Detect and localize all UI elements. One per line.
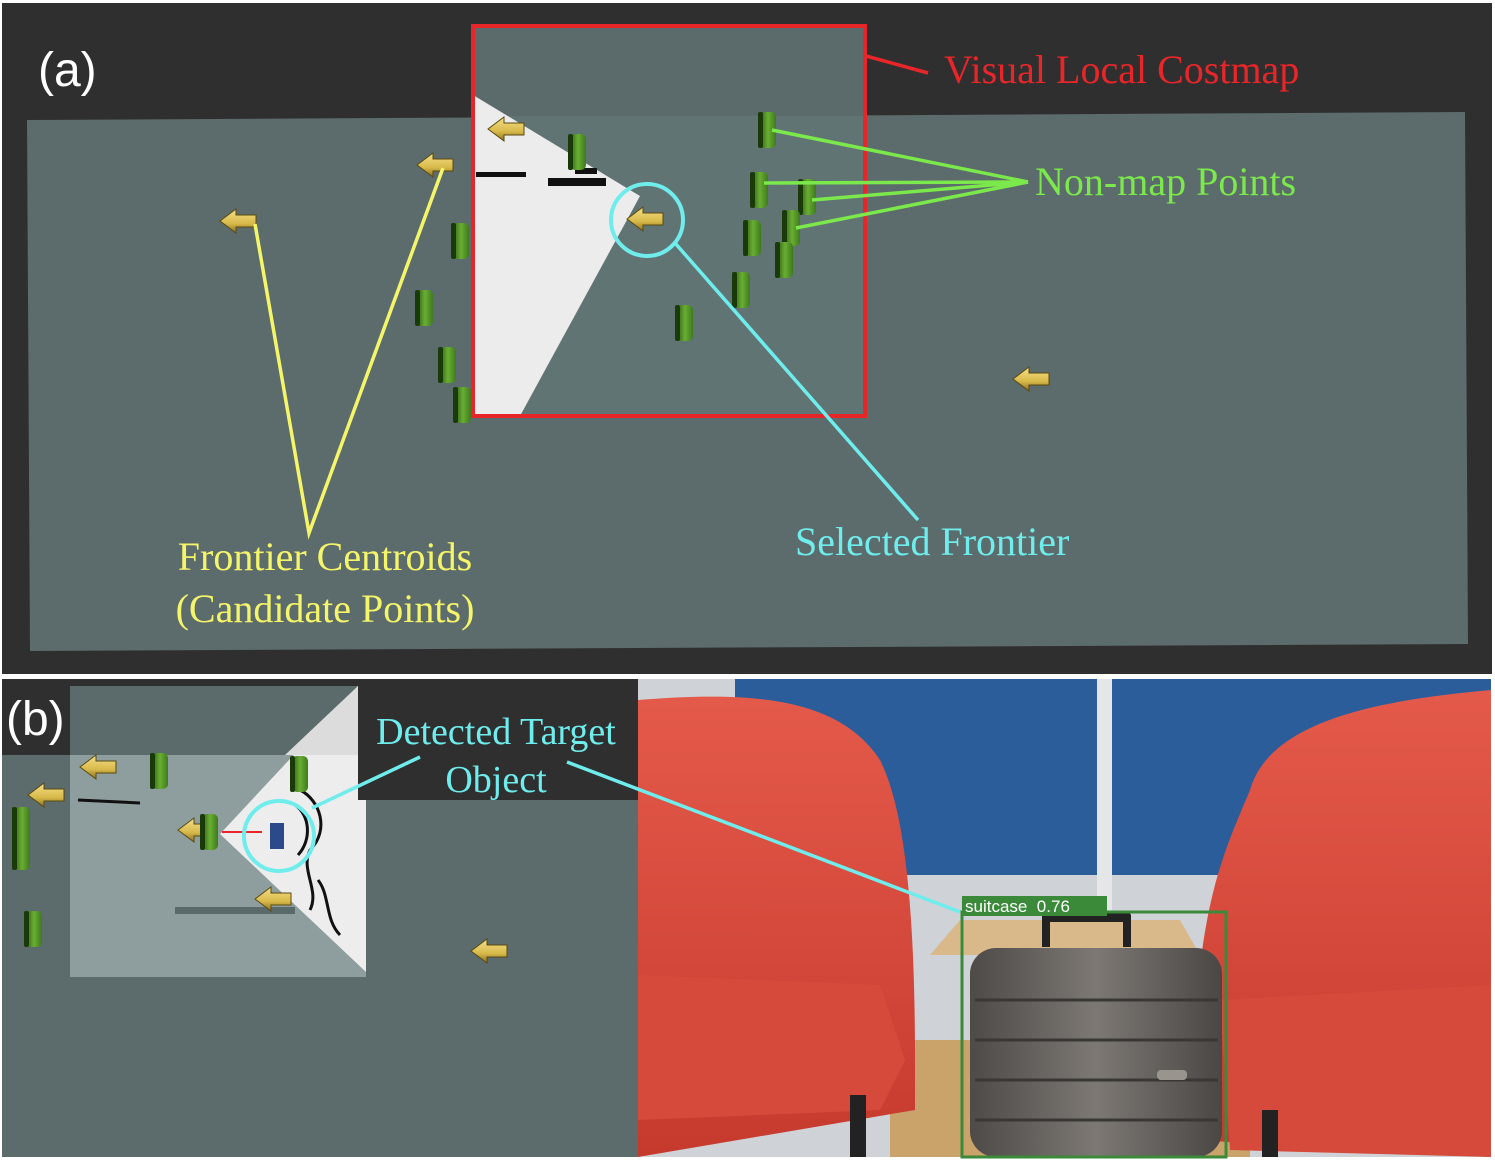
frontier-label-line1: Frontier Centroids (178, 534, 472, 579)
panel-a-label: (a) (38, 44, 97, 97)
panel-a: (a) Visual Local Costmap Non-map Points … (2, 3, 1492, 674)
detection-label-bg (962, 896, 1107, 916)
target-label-line2: Object (445, 759, 547, 801)
costmap-box (471, 24, 867, 418)
frontier-label-line2: (Candidate Points) (176, 586, 475, 631)
non-map-label: Non-map Points (1035, 159, 1296, 204)
selected-frontier-label: Selected Frontier (795, 519, 1069, 564)
selected-frontier-circle (609, 182, 685, 258)
detection-label: suitcase 0.76 (965, 897, 1070, 916)
target-label-line1: Detected Target (376, 711, 616, 753)
panel-b-map: (b) Detected Target Object (2, 679, 638, 1157)
target-circle (242, 799, 316, 873)
panel-b-label: (b) (6, 693, 65, 746)
suitcase (970, 948, 1222, 1157)
table (930, 920, 1200, 955)
obstacle-marks (476, 168, 606, 186)
leader-lines (253, 54, 1029, 540)
camera-view: suitcase 0.76 (566, 679, 1491, 1159)
target-object-icon (270, 823, 284, 849)
view-cone (220, 686, 366, 972)
costmap-label: Visual Local Costmap (944, 47, 1299, 92)
